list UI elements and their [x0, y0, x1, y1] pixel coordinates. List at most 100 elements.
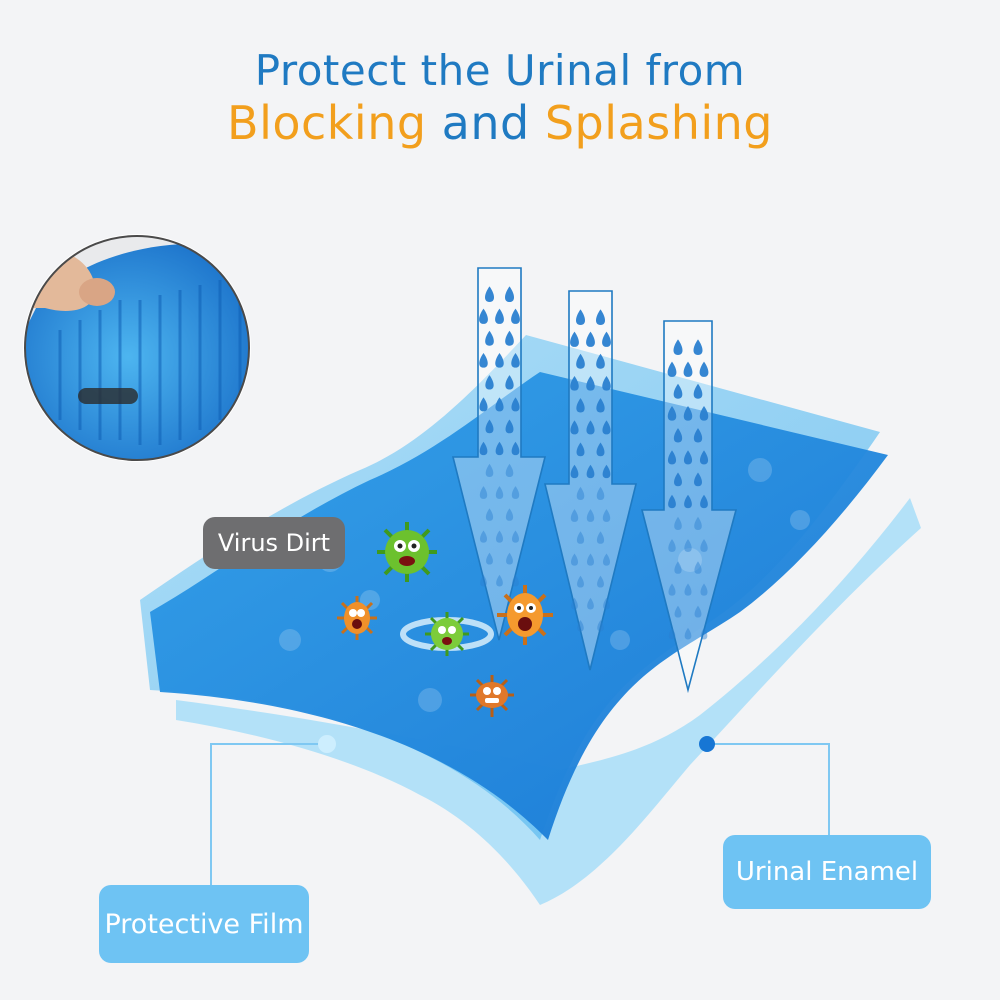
- water-drop-icon: [684, 494, 692, 509]
- water-drop-icon: [586, 420, 595, 435]
- water-drop-icon: [505, 508, 514, 521]
- water-drop-icon: [570, 375, 579, 391]
- water-drop-icon: [699, 405, 709, 421]
- water-drop-icon: [570, 420, 579, 435]
- water-drop-icon: [586, 464, 595, 479]
- water-drop-icon: [667, 405, 677, 421]
- water-drop-icon: [586, 553, 595, 566]
- water-drop-icon: [673, 428, 683, 443]
- water-drop-icon: [596, 353, 605, 369]
- water-drop-icon: [694, 472, 702, 487]
- water-drop-icon: [602, 509, 611, 522]
- water-drop-icon: [683, 450, 693, 465]
- germ-icon: [337, 596, 377, 640]
- water-drop-icon: [505, 419, 514, 434]
- water-drop-icon: [505, 463, 514, 478]
- water-drop-icon: [505, 330, 514, 346]
- water-drop-icon: [684, 627, 692, 640]
- virus-dirt-label: Virus Dirt: [203, 517, 345, 569]
- water-drop-icon: [570, 509, 579, 522]
- water-drop-icon: [485, 463, 494, 478]
- water-drop-icon: [479, 530, 488, 543]
- germ-icon: [377, 522, 437, 582]
- water-drop-icon: [511, 486, 520, 499]
- water-drop-icon: [485, 375, 494, 390]
- water-drop-icon: [511, 352, 520, 368]
- water-drop-icon: [602, 420, 611, 435]
- water-drop-icon: [667, 450, 677, 465]
- water-drop-icon: [699, 361, 709, 377]
- water-drop-icon: [673, 339, 683, 355]
- water-drop-icon: [668, 627, 676, 640]
- water-drop-icon: [700, 583, 708, 596]
- water-drop-icon: [674, 472, 682, 487]
- water-drop-icon: [486, 552, 493, 565]
- water-drop-icon: [700, 539, 708, 552]
- water-drop-icon: [596, 309, 605, 325]
- water-drop-icon: [505, 286, 514, 302]
- water-drop-icon: [596, 486, 605, 501]
- water-drop-icon: [673, 383, 683, 399]
- callout-dot-icon: [318, 735, 336, 753]
- water-drop-icon: [495, 441, 504, 456]
- water-drop-icon: [511, 530, 520, 543]
- callout-lines: [210, 743, 830, 885]
- water-drop-icon: [576, 486, 585, 501]
- water-drop-icon: [496, 574, 503, 587]
- water-drops: [479, 286, 709, 640]
- water-drop-icon: [693, 339, 703, 355]
- germ-icon: [470, 675, 514, 717]
- water-drop-icon: [668, 539, 676, 552]
- water-drop-icon: [587, 597, 594, 610]
- water-drop-icon: [596, 442, 605, 457]
- water-drop-icon: [576, 398, 585, 413]
- water-drop-icon: [479, 441, 488, 456]
- water-drop-icon: [485, 330, 494, 346]
- water-arrows: [451, 267, 738, 694]
- water-drop-icon: [495, 352, 504, 368]
- protective-film-label: Protective Film: [99, 885, 309, 963]
- water-drop-icon: [479, 308, 488, 324]
- headline-line-2: Blocking and Splashing: [0, 96, 1000, 150]
- water-drop-icon: [586, 375, 595, 391]
- water-drop-icon: [693, 383, 703, 399]
- water-drop-icon: [577, 620, 584, 632]
- water-drop-icon: [694, 561, 702, 574]
- water-drop-icon: [693, 428, 703, 443]
- water-drop-icon: [479, 397, 488, 412]
- water-drop-icon: [485, 508, 494, 521]
- water-drop-icon: [668, 494, 676, 509]
- water-drop-icon: [495, 397, 504, 412]
- water-drop-icon: [571, 597, 578, 610]
- water-drop-icon: [603, 597, 610, 610]
- water-drop-icon: [667, 361, 677, 377]
- water-drop-icon: [700, 627, 708, 640]
- water-drop-arrow-icon: [543, 290, 638, 671]
- water-drop-icon: [586, 331, 595, 347]
- water-drop-icon: [479, 486, 488, 499]
- germ-icon: [497, 585, 553, 645]
- water-drop-icon: [602, 375, 611, 391]
- callout-dot-icon: [699, 736, 715, 752]
- water-drop-icon: [577, 575, 584, 588]
- water-drop-icon: [511, 308, 520, 324]
- water-drop-icon: [505, 375, 514, 390]
- water-drop-icon: [576, 531, 585, 544]
- water-drop-icon: [694, 605, 702, 618]
- headline-line-1: Protect the Urinal from: [254, 46, 746, 95]
- water-drop-icon: [479, 352, 488, 368]
- water-drop-icon: [480, 574, 487, 587]
- water-drop-icon: [511, 441, 520, 456]
- water-drop-icon: [512, 574, 519, 587]
- water-drop-icon: [576, 353, 585, 369]
- water-drop-icon: [699, 450, 709, 465]
- water-drop-icon: [602, 464, 611, 479]
- headline-blocking: Blocking: [227, 96, 427, 150]
- water-drop-icon: [602, 331, 611, 347]
- water-drop-icon: [511, 397, 520, 412]
- water-drop-icon: [694, 516, 702, 531]
- water-drop-icon: [495, 486, 504, 499]
- water-drop-icon: [674, 605, 682, 618]
- water-drop-icon: [495, 530, 504, 543]
